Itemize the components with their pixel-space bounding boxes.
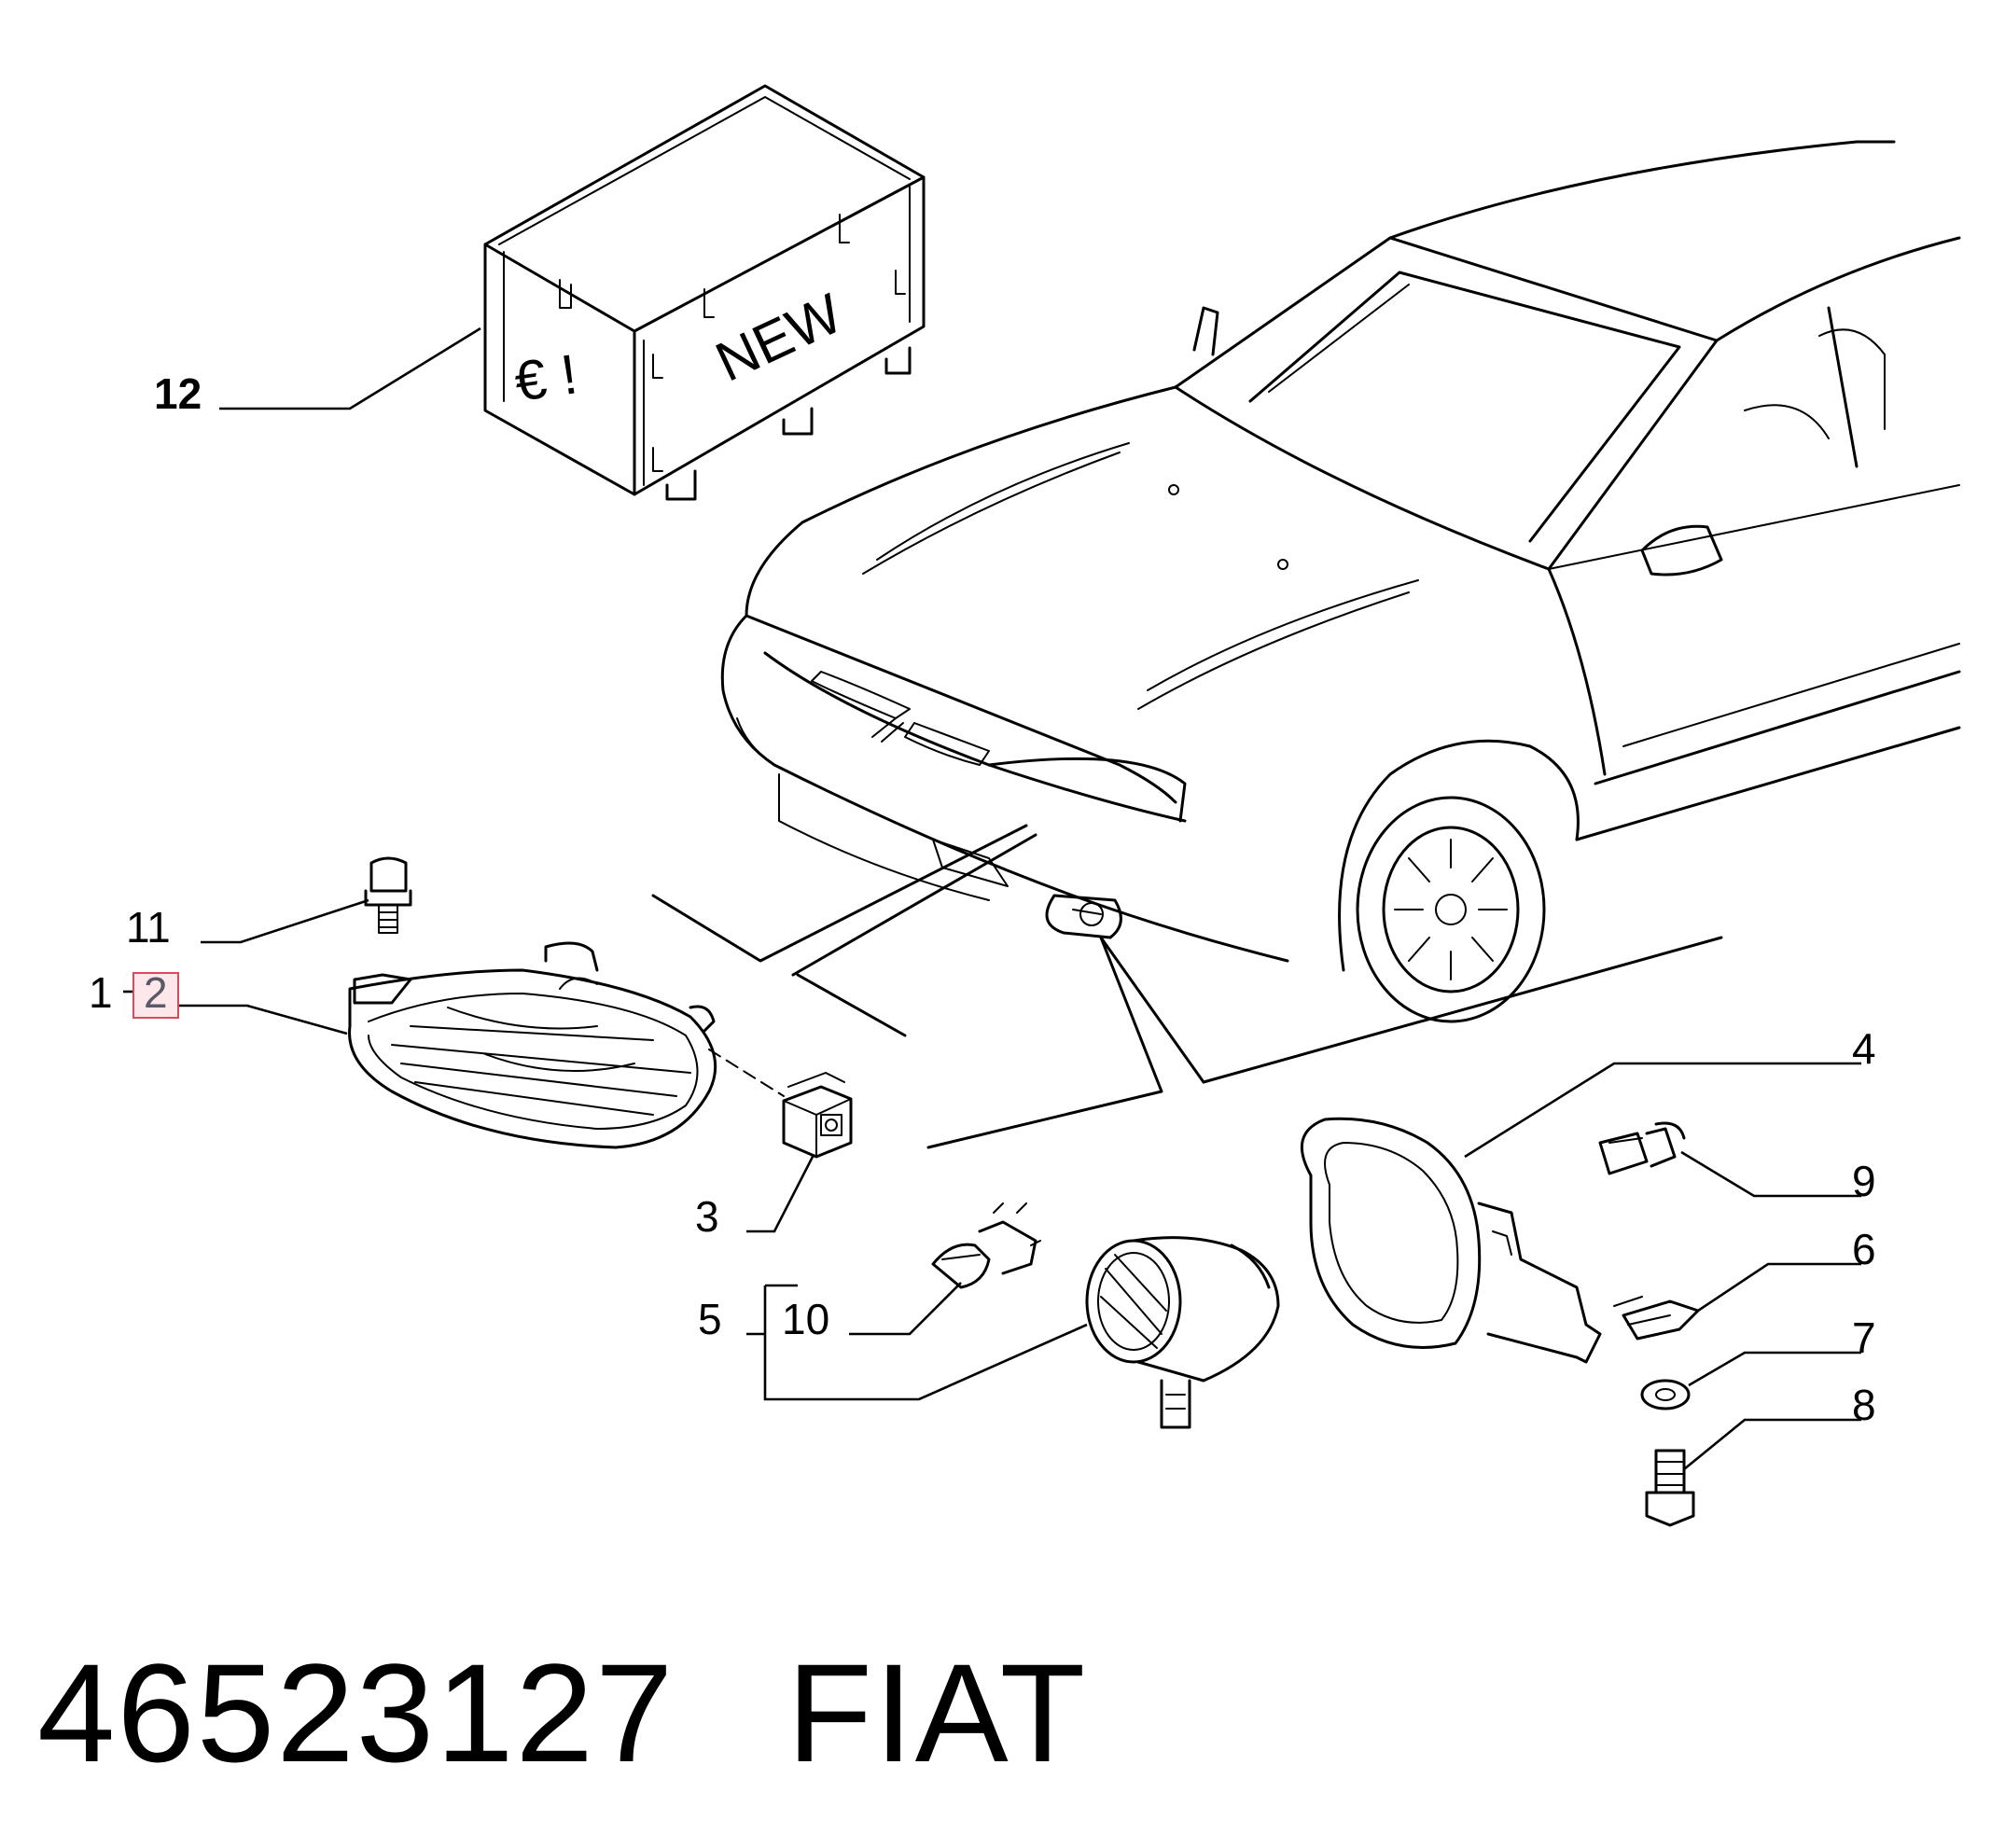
bolt-9 [1598, 1121, 1686, 1175]
callout-1[interactable]: 1 [89, 968, 113, 1017]
callout-7[interactable]: 7 [1852, 1313, 1876, 1362]
callout-3[interactable]: 3 [695, 1192, 719, 1241]
callout-2[interactable]: 2 [144, 968, 168, 1017]
lamp-assembly-2 [348, 941, 785, 1149]
packaging-crate: € ! NEW [483, 84, 926, 501]
bulb-10 [931, 1202, 1041, 1289]
leader-11 [201, 898, 369, 944]
car-outline [651, 140, 1961, 1149]
callout-4[interactable]: 4 [1852, 1024, 1876, 1073]
leader-2 [179, 1004, 348, 1035]
callout-9[interactable]: 9 [1852, 1157, 1876, 1205]
part-number: 46523127 [37, 1634, 675, 1791]
callout-8[interactable]: 8 [1852, 1381, 1876, 1429]
fog-lamp-5 [1085, 1236, 1280, 1429]
bracket-5-10 [746, 1284, 1088, 1401]
crate-symbols-label: € ! [510, 342, 580, 413]
crate-new-label: NEW [706, 282, 852, 394]
leader-12 [219, 327, 481, 410]
callout-6[interactable]: 6 [1852, 1225, 1876, 1273]
part-footer: 46523127 FIAT [37, 1633, 1199, 1794]
leader-3 [746, 1154, 815, 1233]
bolt-8 [1645, 1449, 1695, 1527]
washer-7 [1640, 1379, 1691, 1410]
callout-11[interactable]: 11 [126, 903, 171, 952]
leader-4 [1464, 1062, 1861, 1159]
leader-7 [1688, 1351, 1861, 1387]
leader-9 [1680, 1150, 1861, 1198]
connector-3 [782, 1072, 853, 1159]
callout-12[interactable]: 12 [154, 369, 202, 418]
highlight-box-2 [132, 972, 179, 1019]
brand-name: FIAT [787, 1634, 1088, 1791]
fog-lamp-frame-4 [1300, 1117, 1602, 1364]
callout-10[interactable]: 10 [782, 1295, 829, 1343]
leader-8 [1683, 1418, 1861, 1471]
screw-11 [364, 856, 412, 934]
callout-5[interactable]: 5 [698, 1295, 722, 1343]
leader-6 [1697, 1262, 1861, 1313]
leader-10 [849, 1282, 962, 1336]
clip-6 [1613, 1296, 1700, 1341]
